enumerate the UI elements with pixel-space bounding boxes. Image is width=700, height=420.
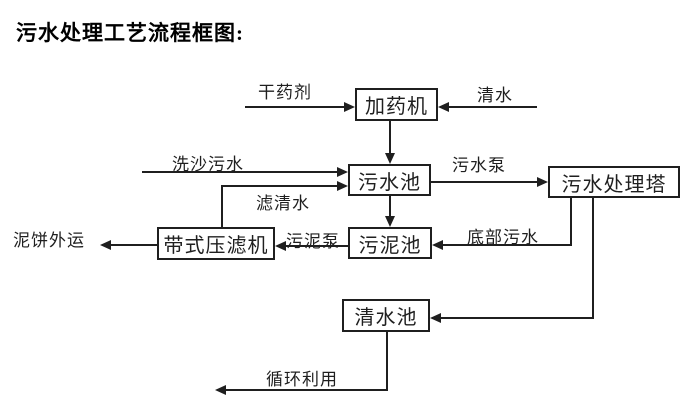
node-dosing-machine-label: 加药机 [365,96,428,118]
arrow-head-into-clear-pool [430,313,441,323]
arrow-head-into-filter-press [275,241,286,251]
arrow-head-into-dosing-left [344,102,355,112]
arrow-head-into-sewage-pool-2 [337,181,348,191]
edge-label-mud-cake-out: 泥饼外运 [13,231,85,250]
arrow-head-into-sludge-pool-right [432,240,443,250]
flow-line-sewage-pump [431,181,546,183]
edge-label-recycle-use: 循环利用 [266,370,338,389]
node-clear-water-pool-label: 清水池 [354,307,418,329]
edge-label-sludge-pump: 污泥泵 [286,232,340,251]
edge-label-bottom-sewage: 底部污水 [467,228,539,247]
flow-line-sand-wash-sewage [142,171,346,173]
node-sludge-pool: 污泥池 [348,227,432,259]
edge-label-sand-wash-sewage: 洗沙污水 [172,155,244,174]
arrow-head-into-sewage-pool-1 [337,167,348,177]
edge-label-dry-agent: 干药剂 [258,83,312,102]
arrow-head-into-sewage-pool-top [385,153,395,164]
arrow-head-into-dosing-right [438,102,449,112]
node-sewage-pool-label: 污水池 [358,171,421,194]
flow-line-filtered-water [221,185,346,187]
flow-line-recycle-use [217,389,388,391]
node-treatment-tower-label: 污水处理塔 [561,173,667,196]
flow-line-clear-pool-drop [386,332,388,391]
flow-line-mud-cake-out [102,244,157,246]
node-dosing-machine: 加药机 [355,88,438,121]
flow-line-dry-agent [245,106,345,108]
arrow-head-recycle-use [215,385,226,395]
flow-line-tower-drop-2 [592,198,594,319]
node-sewage-pool: 污水池 [348,164,431,196]
edge-label-sewage-pump: 污水泵 [452,156,506,175]
edge-label-clear-water: 清水 [477,86,513,105]
flow-line-tower-drop-1 [570,198,572,246]
flow-line-clear-water [440,106,537,108]
flow-line-filter-press-riser [221,185,223,227]
arrow-head-into-tower [537,177,548,187]
edge-label-filtered-water: 滤清水 [256,194,310,213]
flow-line-sewage-to-sludge-pool [389,196,391,223]
node-treatment-tower: 污水处理塔 [548,166,680,198]
node-belt-filter-press: 带式压滤机 [157,227,275,260]
flow-line-dosing-to-sewage-pool [389,121,391,160]
node-sludge-pool-label: 污泥池 [358,234,422,257]
node-clear-water-pool: 清水池 [342,299,430,332]
arrow-head-into-sludge-pool-top [385,216,395,227]
flow-line-tower-to-clear-pool [432,317,594,319]
arrow-head-mud-cake-out [100,240,111,250]
node-belt-filter-press-label: 带式压滤机 [163,235,269,257]
flow-line-bottom-sewage [434,244,571,246]
page-title: 污水处理工艺流程框图: [16,21,244,45]
flow-line-sludge-pump [277,245,348,247]
